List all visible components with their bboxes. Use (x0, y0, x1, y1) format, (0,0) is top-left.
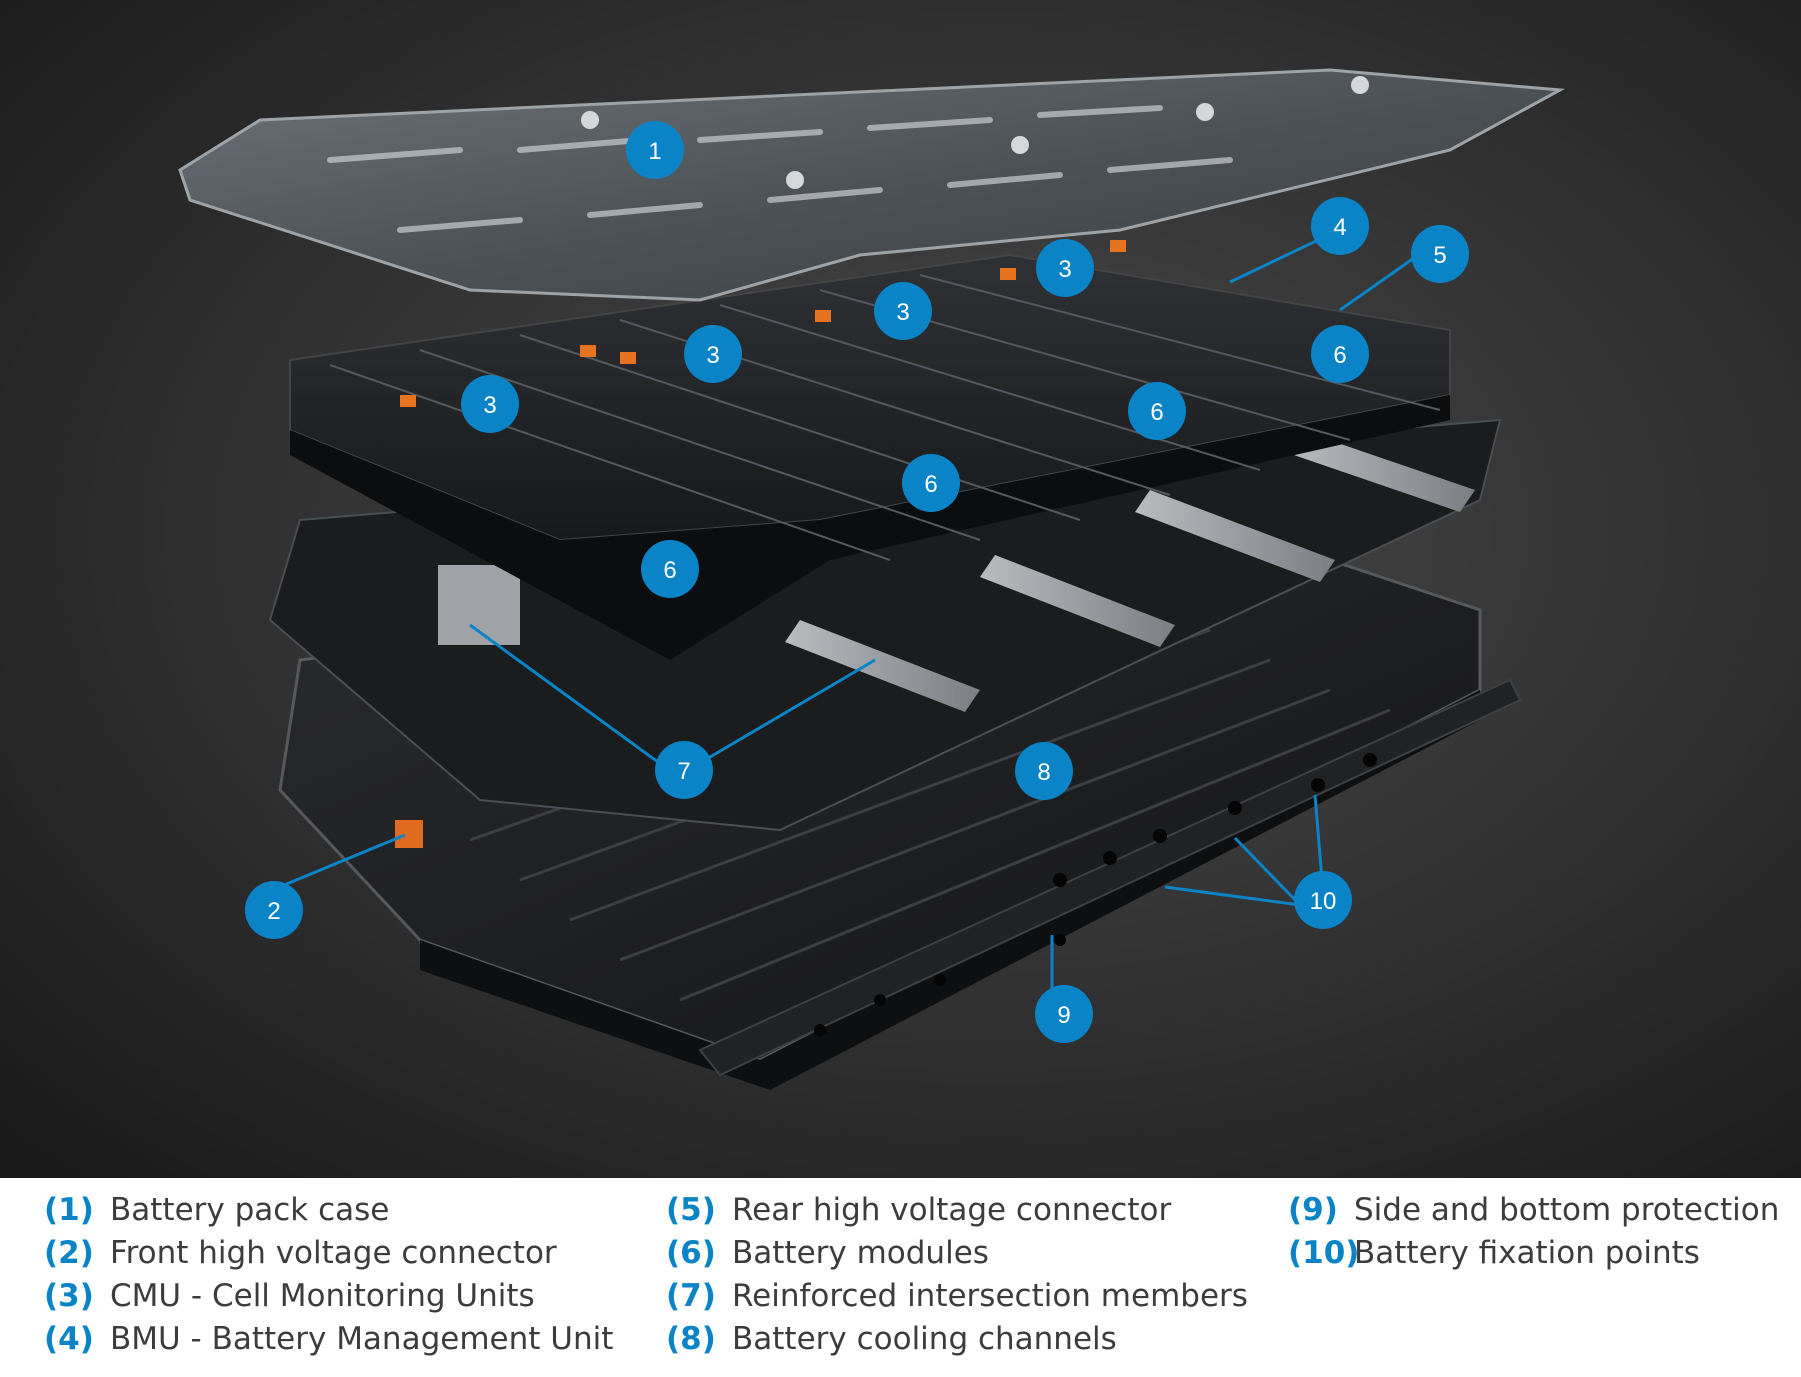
legend-item-3: (3)CMU - Cell Monitoring Units (44, 1278, 535, 1314)
callout-3b-label: 3 (896, 299, 909, 326)
callout-7-label: 7 (677, 758, 690, 785)
callout-3d: 3 (461, 375, 519, 433)
callout-8: 8 (1015, 742, 1073, 800)
callout-4: 4 (1311, 197, 1369, 255)
callout-3c-label: 3 (706, 342, 719, 369)
callout-6c: 6 (902, 454, 960, 512)
callout-3b: 3 (874, 282, 932, 340)
callout-1: 1 (626, 121, 684, 179)
legend-item-1: (1)Battery pack case (44, 1192, 390, 1228)
callout-10-label: 10 (1310, 888, 1337, 915)
callout-6d-label: 6 (663, 557, 676, 584)
callout-3c: 3 (684, 325, 742, 383)
battery-pack-lid (178, 68, 1566, 302)
callout-6a-label: 6 (1333, 342, 1346, 369)
callout-9: 9 (1035, 985, 1093, 1043)
callout-6c-label: 6 (924, 471, 937, 498)
legend-item-6: (6)Battery modules (666, 1235, 989, 1271)
callout-3d-label: 3 (483, 392, 496, 419)
battery-pack-illustration: 1 2 3 3 3 3 4 5 6 6 6 6 (0, 0, 1801, 1178)
callout-8-label: 8 (1037, 759, 1050, 786)
callout-9-label: 9 (1057, 1002, 1070, 1029)
legend-item-9: (9)Side and bottom protection (1288, 1192, 1780, 1228)
legend-column-2: (5)Rear high voltage connector (6)Batter… (666, 1192, 1248, 1364)
legend: (1)Battery pack case (2)Front high volta… (0, 1178, 1801, 1377)
callout-6d: 6 (641, 540, 699, 598)
callout-6a: 6 (1311, 325, 1369, 383)
legend-item-2: (2)Front high voltage connector (44, 1235, 557, 1271)
legend-item-4: (4)BMU - Battery Management Unit (44, 1321, 614, 1357)
callout-1-label: 1 (648, 138, 661, 165)
legend-item-7: (7)Reinforced intersection members (666, 1278, 1248, 1314)
callout-3a-label: 3 (1058, 256, 1071, 283)
callout-2: 2 (245, 881, 303, 939)
callout-6b-label: 6 (1150, 399, 1163, 426)
legend-column-1: (1)Battery pack case (2)Front high volta… (44, 1192, 613, 1364)
callout-7: 7 (655, 741, 713, 799)
legend-column-3: (9)Side and bottom protection (10)Batter… (1288, 1192, 1779, 1278)
reinforced-members (438, 430, 1475, 712)
callout-10: 10 (1294, 871, 1352, 929)
callout-6b: 6 (1128, 382, 1186, 440)
callout-4-label: 4 (1333, 214, 1346, 241)
callout-3a: 3 (1036, 239, 1094, 297)
callout-5-label: 5 (1433, 242, 1446, 269)
leader-lines (247, 230, 1415, 996)
legend-item-8: (8)Battery cooling channels (666, 1321, 1117, 1357)
legend-item-10: (10)Battery fixation points (1288, 1235, 1700, 1271)
callout-2-label: 2 (267, 898, 280, 925)
callout-5: 5 (1411, 225, 1469, 283)
legend-item-5: (5)Rear high voltage connector (666, 1192, 1172, 1228)
battery-modules (289, 240, 1451, 660)
